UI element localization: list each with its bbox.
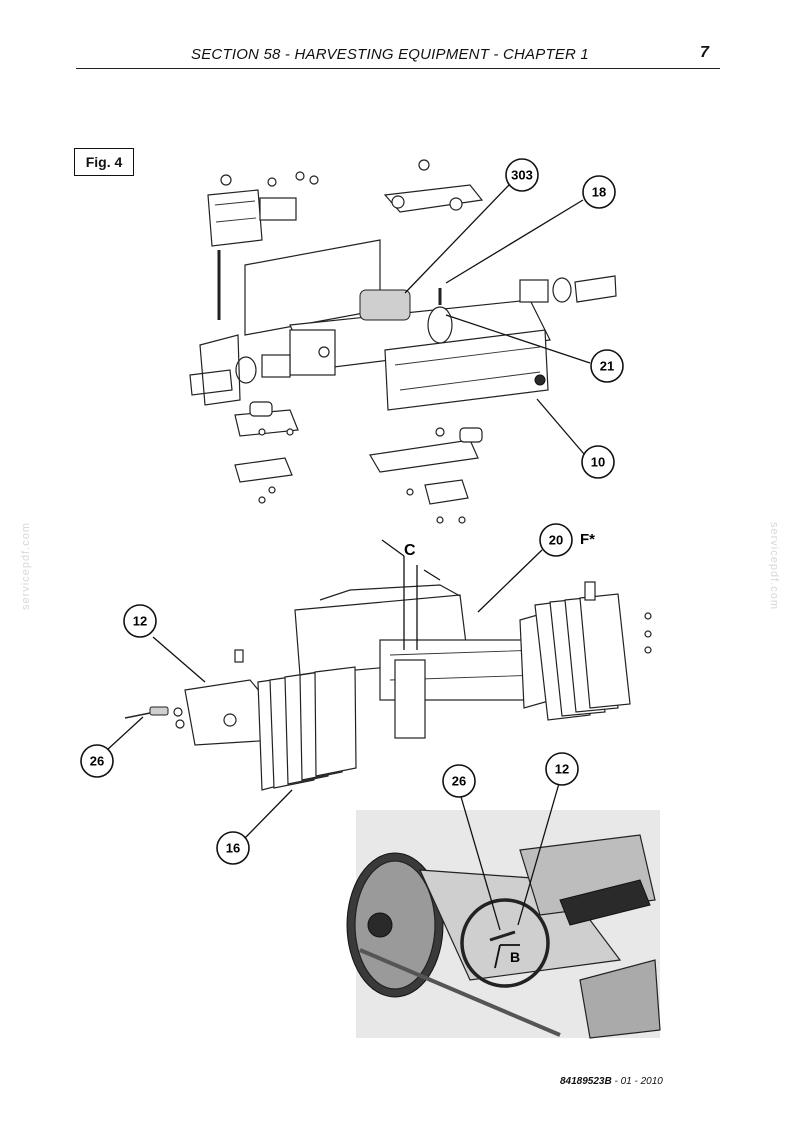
figure-label-text: Fig. 4 bbox=[85, 154, 123, 170]
callout-21: 21 bbox=[590, 349, 624, 383]
callout-26-lower: 26 bbox=[442, 764, 476, 798]
callout-26-upper-text: 26 bbox=[90, 754, 104, 769]
dimension-c-label: C bbox=[404, 542, 416, 559]
document-revision: - 01 - 2010 bbox=[611, 1076, 663, 1087]
callout-303: 303 bbox=[505, 158, 539, 192]
callout-16-text: 16 bbox=[226, 841, 240, 856]
header-rule bbox=[76, 68, 720, 69]
photo-inset bbox=[346, 810, 661, 1039]
section-title: SECTION 58 - HARVESTING EQUIPMENT - CHAP… bbox=[191, 46, 589, 63]
page-number: 7 bbox=[700, 44, 709, 61]
callout-12-lower-text: 12 bbox=[555, 762, 569, 777]
callout-18: 18 bbox=[582, 175, 616, 209]
callout-26-lower-text: 26 bbox=[452, 774, 466, 789]
callout-10: 10 bbox=[581, 445, 615, 479]
callout-12-upper-text: 12 bbox=[133, 614, 147, 629]
document-code: 84189523B bbox=[560, 1076, 612, 1087]
callout-26-upper: 26 bbox=[80, 744, 114, 778]
callout-10-text: 10 bbox=[591, 455, 605, 470]
callout-18-text: 18 bbox=[592, 185, 606, 200]
figure-label: Fig. 4 bbox=[74, 148, 134, 176]
detail-b-label: B bbox=[510, 949, 520, 965]
callout-16: 16 bbox=[216, 831, 250, 865]
detail-f-label: F* bbox=[580, 531, 595, 548]
callout-303-text: 303 bbox=[511, 168, 533, 183]
callout-12-lower: 12 bbox=[545, 752, 579, 786]
document-footer: 84189523B - 01 - 2010 bbox=[560, 1076, 663, 1087]
callout-20: 20 bbox=[539, 523, 573, 557]
callout-21-text: 21 bbox=[600, 359, 614, 374]
middle-assembly bbox=[124, 581, 652, 791]
callout-20-text: 20 bbox=[549, 533, 563, 548]
callout-12-upper: 12 bbox=[123, 604, 157, 638]
upper-assembly bbox=[189, 159, 617, 524]
leader-lines bbox=[106, 184, 591, 931]
